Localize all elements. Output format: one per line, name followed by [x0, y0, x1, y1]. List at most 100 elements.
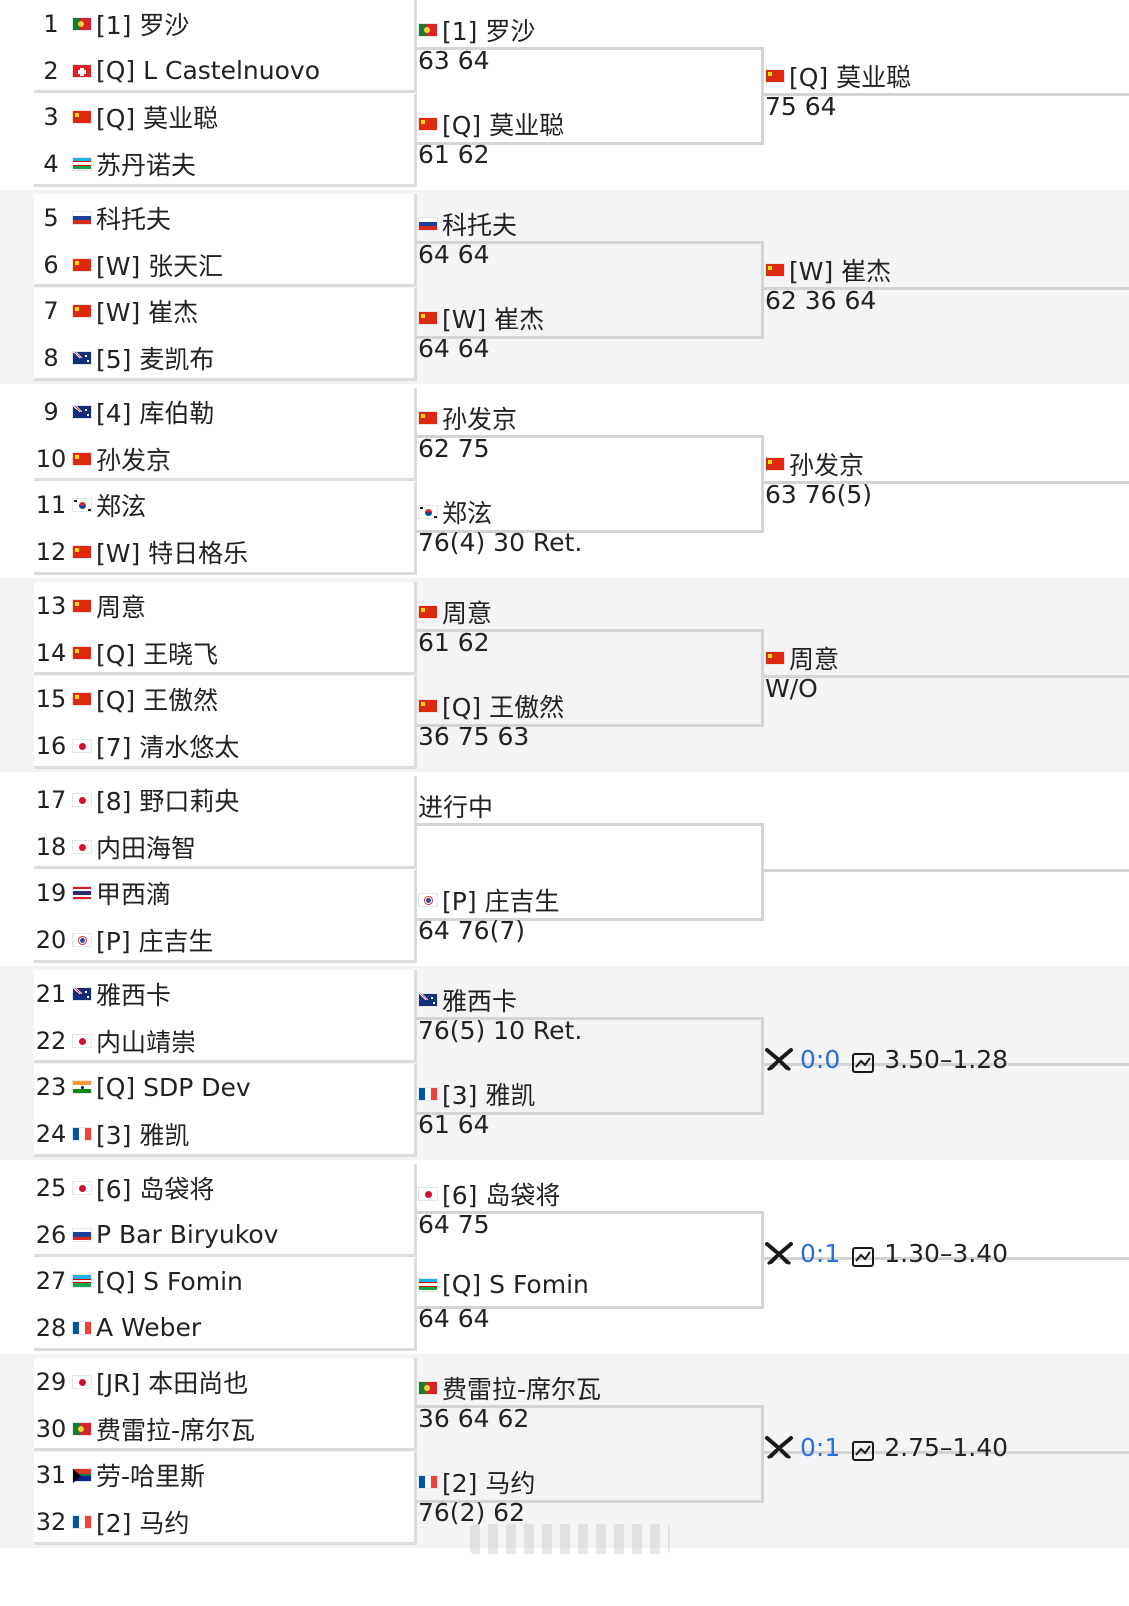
match-box — [34, 1452, 417, 1545]
player-row[interactable]: 16[7] 清水悠太 — [34, 726, 414, 766]
player-row[interactable]: 1[1] 罗沙 — [34, 4, 414, 44]
china-flag-icon — [72, 257, 92, 272]
australia-flag-icon — [72, 405, 92, 419]
player-name: 郑泫 — [96, 492, 147, 521]
player-name: 周意 — [789, 645, 840, 674]
round2-winner[interactable]: [1] 罗沙 — [418, 12, 535, 48]
player-row[interactable]: 11 郑泫 — [34, 485, 414, 525]
russia-flag-icon — [72, 1227, 92, 1242]
player-row[interactable]: 27[Q] S Fomin — [34, 1261, 414, 1301]
round2-winner[interactable]: 雅西卡 — [418, 982, 517, 1018]
player-row[interactable]: 7[W] 崔杰 — [34, 291, 414, 331]
round2-winner[interactable]: [W] 崔杰 — [418, 300, 544, 336]
match-box — [34, 1258, 417, 1351]
match-score: 63 64 — [418, 46, 490, 75]
player-name: 苏丹诺夫 — [96, 150, 197, 180]
round2-winner[interactable]: [6] 岛袋将 — [418, 1176, 560, 1212]
round2-winner[interactable]: [3] 雅凯 — [418, 1076, 535, 1112]
match-box — [34, 582, 417, 675]
player-row[interactable]: 23[Q] SDP Dev — [34, 1067, 414, 1107]
china-flag-icon — [418, 605, 438, 619]
round3-winner[interactable]: 周意 — [765, 640, 839, 676]
player-row[interactable]: 8[5] 麦凯布 — [34, 338, 414, 378]
player-name: [6] 岛袋将 — [96, 1175, 215, 1204]
odds: 2.75–1.40 — [884, 1433, 1009, 1462]
round2-winner[interactable]: [Q] 王傲然 — [418, 688, 564, 724]
draw-position: 12 — [35, 537, 67, 566]
player-row[interactable]: 25 [6] 岛袋将 — [34, 1168, 414, 1208]
head-to-head[interactable]: 0:0 — [800, 1045, 841, 1074]
player-name: [Q] 王傲然 — [96, 686, 219, 715]
head-to-head[interactable]: 0:1 — [800, 1433, 841, 1462]
head-to-head[interactable]: 0:1 — [800, 1239, 841, 1268]
round2-winner[interactable]: 孙发京 — [418, 400, 517, 436]
player-name: [Q] 莫业聪 — [96, 104, 219, 133]
round2-winner[interactable]: [P] 庄吉生 — [418, 882, 560, 918]
match-score: 62 36 64 — [765, 286, 877, 315]
draw-position: 15 — [35, 685, 67, 713]
player-name: [6] 岛袋将 — [442, 1181, 561, 1210]
player-name: [2] 马约 — [96, 1508, 190, 1538]
player-row[interactable]: 6[W] 张天汇 — [34, 245, 414, 285]
player-name: 甲西滴 — [96, 880, 172, 909]
player-row[interactable]: 29[JR] 本田尚也 — [34, 1362, 414, 1402]
round2-winner[interactable]: 郑泫 — [418, 494, 492, 530]
draw-position: 2 — [43, 56, 59, 85]
player-name: 费雷拉-席尔瓦 — [96, 1415, 256, 1445]
player-row[interactable]: 24[3] 雅凯 — [34, 1114, 414, 1154]
round2-winner[interactable]: 科托夫 — [418, 206, 517, 242]
player-row[interactable]: 2[Q] L Castelnuovo — [34, 51, 414, 91]
player-row[interactable]: 14[Q] 王晓飞 — [34, 633, 414, 673]
draw-position: 14 — [35, 638, 67, 667]
match-score: 76(4) 30 Ret. — [418, 528, 583, 557]
india-flag-icon — [72, 1080, 92, 1094]
round3-winner[interactable]: [W] 崔杰 — [765, 252, 891, 288]
draw-position: 11 — [35, 491, 67, 519]
round3-winner[interactable]: [Q] 莫业聪 — [765, 58, 911, 94]
player-row[interactable]: 12[W] 特日格乐 — [34, 532, 414, 572]
match-score: 61 62 — [418, 140, 490, 169]
round2-winner[interactable]: 费雷拉-席尔瓦 — [418, 1370, 601, 1406]
china-flag-icon — [72, 304, 92, 318]
match-score: 75 64 — [765, 92, 837, 121]
player-name: [W] 崔杰 — [96, 298, 199, 327]
player-name: [Q] 莫业聪 — [789, 63, 912, 92]
player-row[interactable]: 9[4] 库伯勒 — [34, 392, 414, 432]
round2-connector — [416, 1211, 764, 1309]
round3-connector — [763, 481, 1129, 484]
draw-position: 25 — [35, 1174, 67, 1202]
chart-icon[interactable] — [852, 1438, 875, 1461]
player-row[interactable]: 17[8] 野口莉央 — [34, 780, 414, 820]
chart-icon[interactable] — [852, 1050, 875, 1073]
match-score: 36 64 62 — [418, 1404, 530, 1433]
round2-winner[interactable]: [Q] S Fomin — [418, 1270, 589, 1299]
round3-winner[interactable]: 孙发京 — [765, 446, 864, 482]
round2-winner[interactable]: [Q] 莫业聪 — [418, 106, 564, 142]
round2-winner[interactable]: 周意 — [418, 594, 492, 630]
player-row[interactable]: 3[Q] 莫业聪 — [34, 97, 414, 137]
draw-position: 18 — [35, 832, 67, 861]
player-row[interactable]: 20[P] 庄吉生 — [34, 920, 414, 960]
chart-icon[interactable] — [852, 1244, 875, 1267]
round2-winner[interactable]: [2] 马约 — [418, 1464, 535, 1500]
match-box — [34, 676, 417, 769]
round3-connector — [763, 869, 1129, 872]
upcoming-match-info[interactable]: 0:1 2.75–1.40 — [764, 1433, 1008, 1462]
korea-flag-icon — [72, 498, 92, 512]
player-row[interactable]: 32[2] 马约 — [34, 1502, 414, 1542]
player-row[interactable]: 15 [Q] 王傲然 — [34, 679, 414, 719]
